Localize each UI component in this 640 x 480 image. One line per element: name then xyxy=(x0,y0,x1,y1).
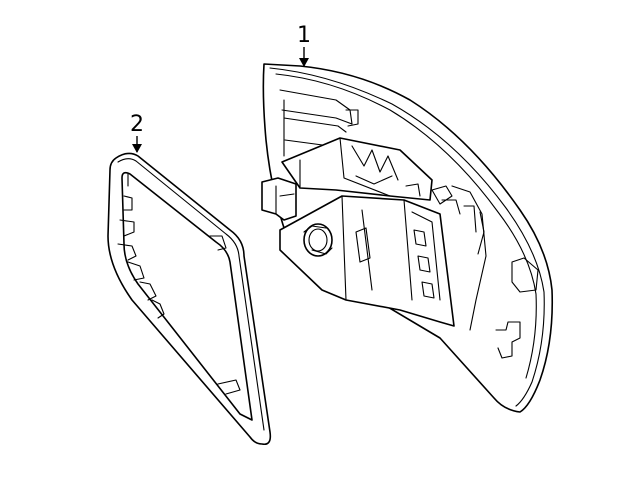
callout-1-label: 1 xyxy=(297,23,311,48)
mirror-housing xyxy=(261,63,554,413)
callout-1: 1 xyxy=(297,23,311,67)
callout-2-label: 2 xyxy=(130,112,144,137)
callout-1-arrowhead xyxy=(299,58,309,67)
callout-2: 2 xyxy=(130,112,144,153)
mirror-glass-frame xyxy=(107,152,272,446)
callout-2-arrowhead xyxy=(132,144,142,153)
connector-socket xyxy=(303,223,333,257)
